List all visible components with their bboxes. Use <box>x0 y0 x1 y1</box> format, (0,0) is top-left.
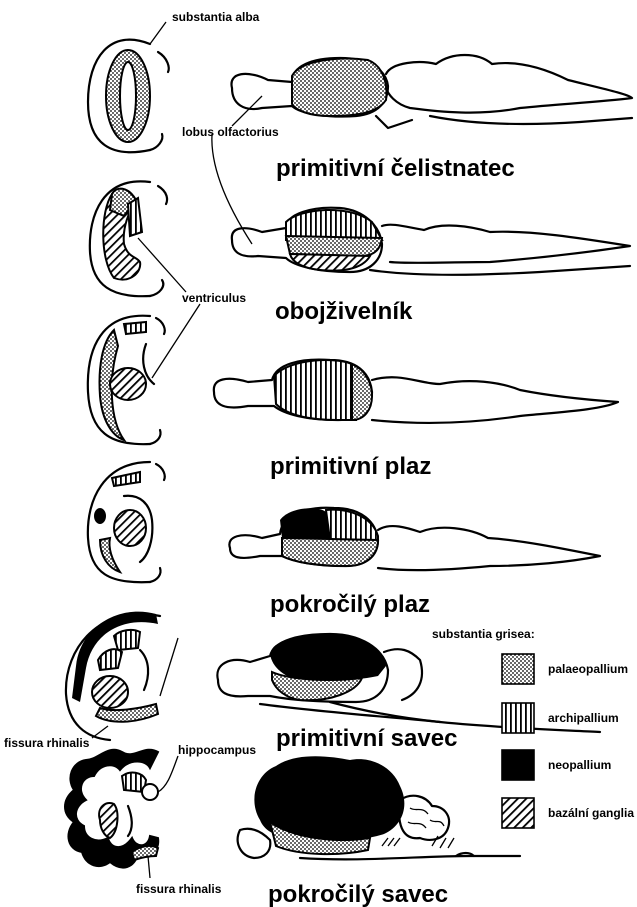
pointer-fissura-rhinalis-1 <box>92 726 108 738</box>
cross-section-6 <box>65 750 158 868</box>
label-substantia-alba: substantia alba <box>172 10 260 24</box>
pointer-ventriculus-2 <box>152 304 200 378</box>
brain-side-2 <box>232 208 630 275</box>
pointer-fissura-rhinalis-2 <box>148 856 150 878</box>
cross-section-1 <box>88 40 169 153</box>
legend-heading: substantia grisea: <box>432 627 535 641</box>
label-hippocampus: hippocampus <box>178 743 256 757</box>
brain-side-6 <box>238 756 520 859</box>
pointer-hippocampus <box>158 756 178 792</box>
legend-swatch-archipallium <box>502 703 534 733</box>
cross-section-3 <box>88 316 165 444</box>
cross-section-4 <box>88 462 165 582</box>
cross-section-2 <box>90 181 167 296</box>
legend: substantia grisea: palaeopallium archipa… <box>432 627 634 828</box>
stage-title-3: primitivní plaz <box>270 453 431 480</box>
brain-side-3 <box>214 360 618 423</box>
stage-title-1: primitivní čelistnatec <box>276 155 515 182</box>
brain-side-1 <box>231 55 632 128</box>
label-ventriculus: ventriculus <box>182 291 246 305</box>
legend-swatch-bazalni-ganglia <box>502 798 534 828</box>
label-fissura-rhinalis-1: fissura rhinalis <box>4 736 90 750</box>
cross-section-5 <box>66 612 160 740</box>
stage-title-5: primitivní savec <box>276 725 457 752</box>
pointer-fissura-1 <box>160 638 178 696</box>
label-fissura-rhinalis-2: fissura rhinalis <box>136 882 222 896</box>
stage-title-2: obojživelník <box>275 298 413 325</box>
legend-label-neopallium: neopallium <box>548 758 611 772</box>
label-lobus-olfactorius: lobus olfactorius <box>182 125 279 139</box>
brain-side-5 <box>217 634 600 732</box>
pointer-substantia-alba <box>150 22 166 44</box>
stage-title-4: pokročilý plaz <box>270 591 430 618</box>
stage-title-6: pokročilý savec <box>268 881 448 907</box>
brain-side-4 <box>229 508 600 570</box>
pointer-ventriculus-1 <box>138 238 186 292</box>
legend-swatch-neopallium <box>502 750 534 780</box>
legend-swatch-palaeopallium <box>502 654 534 684</box>
legend-label-palaeopallium: palaeopallium <box>548 662 628 676</box>
legend-label-bazalni-ganglia: bazální ganglia <box>548 806 634 820</box>
legend-label-archipallium: archipallium <box>548 711 619 725</box>
